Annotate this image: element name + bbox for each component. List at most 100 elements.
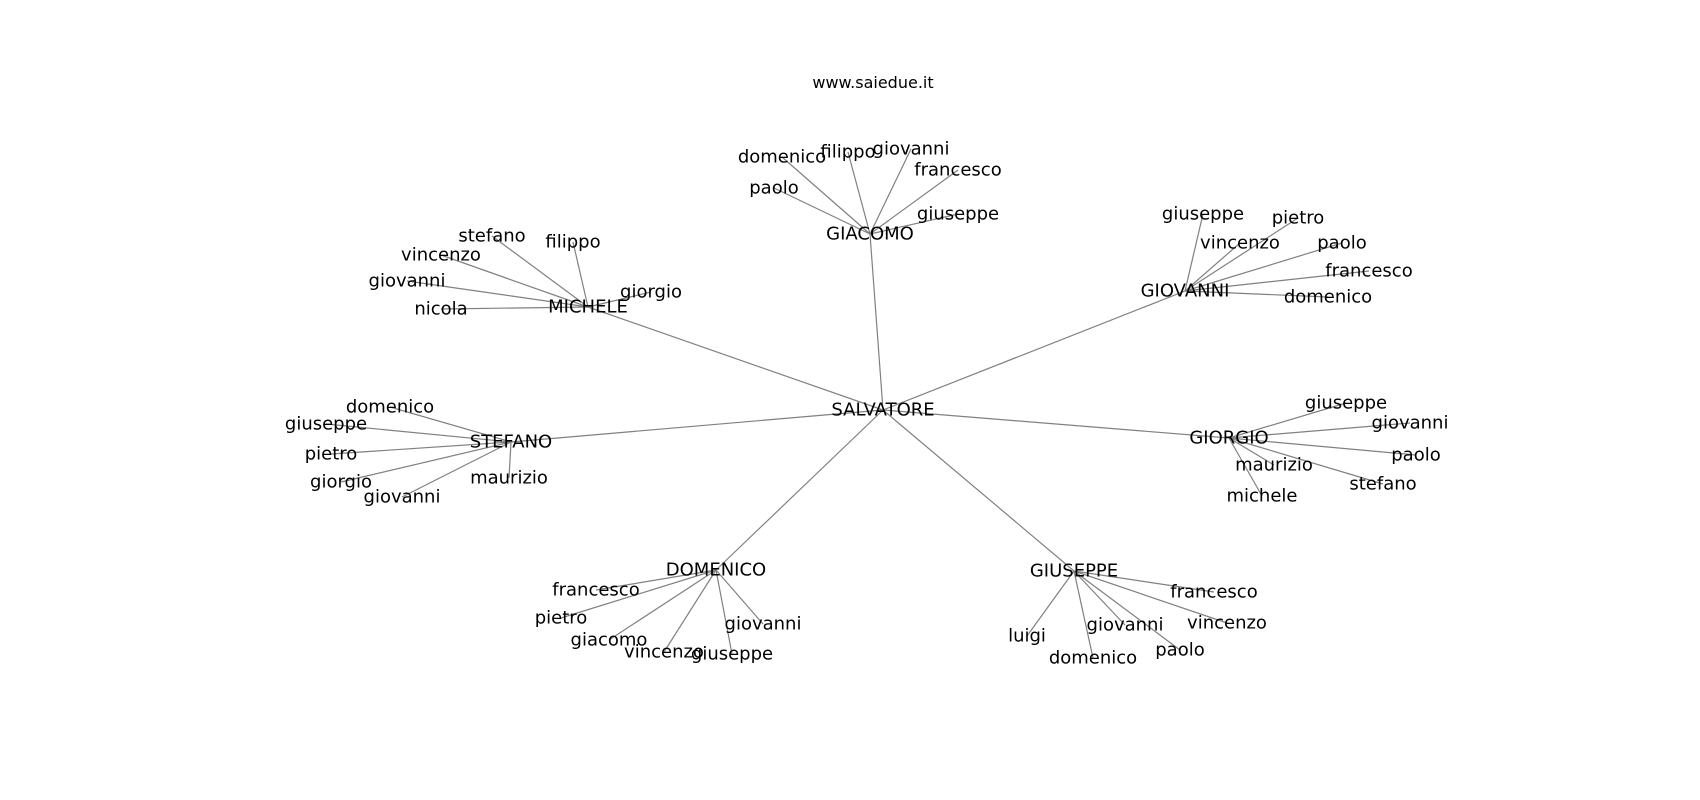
- node-giacomo-label: GIACOMO: [826, 224, 914, 245]
- leaf-giacomo-paolo-label: paolo: [749, 178, 798, 199]
- edge-giorgio-michele: [1228, 437, 1263, 497]
- edge-stefano-domenico: [389, 406, 512, 443]
- edge-domenico-giacomo: [608, 569, 717, 641]
- leaf-michele-giorgio-label: giorgio: [620, 282, 682, 303]
- edge-michele-stefano: [491, 235, 589, 308]
- edge-giuseppe-paolo: [1073, 570, 1181, 651]
- edge-michele-filippo: [572, 241, 589, 308]
- edge-stefano-pietro: [330, 441, 512, 455]
- edges-layer: [325, 148, 1417, 659]
- edge-giacomo-paolo: [773, 187, 871, 235]
- labels-layer: SALVATOREGIACOMOdomenicofilippogiovannif…: [285, 139, 1449, 669]
- edge-domenico-vincenzo: [663, 569, 717, 653]
- leaf-giuseppe-paolo-label: paolo: [1155, 640, 1204, 661]
- edge-stefano-giorgio: [340, 441, 512, 483]
- leaf-domenico-giuseppe-label: giuseppe: [691, 644, 773, 665]
- leaf-giovanni-francesco-label: francesco: [1325, 261, 1412, 282]
- leaf-giovanni-paolo-label: paolo: [1317, 233, 1366, 254]
- edge-giacomo-giuseppe: [869, 213, 959, 235]
- leaf-domenico-giacomo-label: giacomo: [571, 630, 648, 651]
- edge-domenico-pietro: [560, 569, 717, 619]
- edge-giuseppe-domenico: [1073, 570, 1094, 659]
- leaf-giovanni-domenico-label: domenico: [1284, 287, 1372, 308]
- leaf-stefano-domenico-label: domenico: [346, 397, 434, 418]
- edge-giacomo-filippo: [847, 151, 871, 235]
- leaf-stefano-pietro-label: pietro: [305, 444, 358, 465]
- edge-giovanni-francesco: [1184, 270, 1370, 292]
- leaf-giovanni-vincenzo-label: vincenzo: [1200, 233, 1280, 254]
- node-giuseppe-label: GIUSEPPE: [1030, 561, 1118, 582]
- edge-giacomo-francesco: [869, 169, 959, 235]
- leaf-giuseppe-giovanni-label: giovanni: [1087, 615, 1164, 636]
- edge-michele-giovanni: [406, 280, 589, 308]
- edge-michele-vincenzo: [440, 254, 589, 308]
- edge-giorgio-paolo: [1228, 437, 1417, 456]
- edge-root-giorgio: [882, 409, 1230, 439]
- leaf-giacomo-domenico-label: domenico: [738, 147, 826, 168]
- edge-giuseppe-francesco: [1073, 570, 1215, 593]
- edge-giorgio-giovanni: [1228, 422, 1411, 439]
- leaf-giovanni-giuseppe-label: giuseppe: [1162, 204, 1244, 225]
- edge-root-domenico: [715, 409, 884, 571]
- edge-giacomo-domenico: [781, 156, 871, 235]
- node-stefano-label: STEFANO: [470, 432, 552, 453]
- leaf-giuseppe-domenico-label: domenico: [1049, 648, 1137, 669]
- edge-stefano-giuseppe: [325, 423, 512, 443]
- edge-giovanni-paolo: [1184, 242, 1343, 292]
- edge-root-stefano: [510, 409, 884, 443]
- edge-giovanni-vincenzo: [1184, 242, 1241, 292]
- leaf-giacomo-filippo-label: filippo: [820, 142, 875, 163]
- leaf-michele-nicola-label: nicola: [414, 299, 467, 320]
- leaf-michele-vincenzo-label: vincenzo: [401, 245, 481, 266]
- leaf-giorgio-giuseppe-label: giuseppe: [1305, 393, 1387, 414]
- edge-giorgio-giuseppe: [1228, 402, 1347, 439]
- leaf-giorgio-giovanni-label: giovanni: [1372, 413, 1449, 434]
- leaf-michele-stefano-label: stefano: [458, 226, 525, 247]
- edge-giorgio-stefano: [1228, 437, 1384, 485]
- edge-root-michele: [587, 306, 884, 411]
- edge-giovanni-giuseppe: [1184, 213, 1204, 292]
- leaf-giacomo-giuseppe-label: giuseppe: [917, 204, 999, 225]
- leaf-giacomo-francesco-label: francesco: [914, 160, 1001, 181]
- diagram-title: www.saiedue.it: [812, 73, 933, 92]
- node-giovanni-label: GIOVANNI: [1141, 281, 1230, 302]
- node-root-label: SALVATORE: [831, 400, 934, 421]
- node-domenico-label: DOMENICO: [666, 560, 766, 581]
- edge-stefano-maurizio: [508, 441, 512, 479]
- edge-giorgio-maurizio: [1228, 437, 1275, 466]
- edge-domenico-giuseppe: [715, 569, 733, 655]
- leaf-michele-giovanni-label: giovanni: [369, 271, 446, 292]
- edge-root-giuseppe: [882, 409, 1075, 572]
- leaf-giovanni-pietro-label: pietro: [1272, 208, 1325, 229]
- edge-giuseppe-luigi: [1026, 570, 1075, 637]
- edge-root-giacomo: [869, 233, 884, 411]
- leaf-stefano-giuseppe-label: giuseppe: [285, 414, 367, 435]
- node-giorgio-label: GIORGIO: [1189, 428, 1268, 449]
- edge-giovanni-domenico: [1184, 290, 1329, 298]
- leaf-domenico-pietro-label: pietro: [535, 608, 588, 629]
- leaf-giuseppe-vincenzo-label: vincenzo: [1187, 613, 1267, 634]
- node-michele-label: MICHELE: [548, 297, 628, 318]
- leaf-domenico-francesco-label: francesco: [552, 580, 639, 601]
- edge-giovanni-pietro: [1184, 217, 1299, 292]
- leaf-stefano-giovanni-label: giovanni: [364, 487, 441, 508]
- leaf-stefano-maurizio-label: maurizio: [470, 468, 548, 489]
- leaf-michele-filippo-label: filippo: [545, 232, 600, 253]
- edge-giacomo-giovanni: [869, 148, 912, 235]
- edge-giuseppe-vincenzo: [1073, 570, 1228, 624]
- edge-domenico-francesco: [595, 569, 717, 591]
- leaf-giorgio-michele-label: michele: [1227, 486, 1298, 507]
- leaf-giacomo-giovanni-label: giovanni: [873, 139, 950, 160]
- leaf-stefano-giorgio-label: giorgio: [310, 472, 372, 493]
- leaf-domenico-giovanni-label: giovanni: [725, 614, 802, 635]
- leaf-giuseppe-francesco-label: francesco: [1170, 582, 1257, 603]
- edge-domenico-giovanni: [715, 569, 764, 625]
- edge-michele-nicola: [440, 306, 589, 310]
- leaf-giorgio-stefano-label: stefano: [1349, 474, 1416, 495]
- leaf-giorgio-paolo-label: paolo: [1391, 445, 1440, 466]
- leaf-giuseppe-luigi-label: luigi: [1008, 626, 1046, 647]
- leaf-giorgio-maurizio-label: maurizio: [1235, 455, 1313, 476]
- edge-stefano-giovanni: [401, 441, 512, 498]
- edge-giuseppe-giovanni: [1073, 570, 1126, 626]
